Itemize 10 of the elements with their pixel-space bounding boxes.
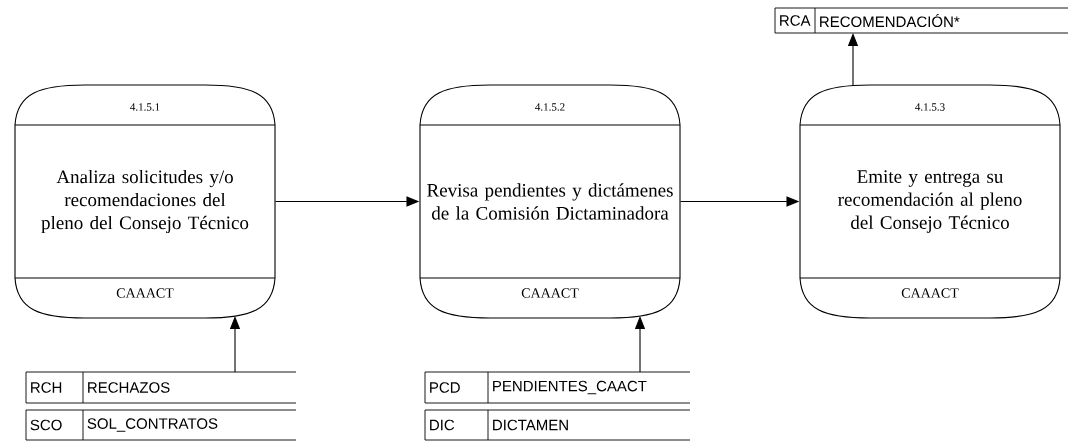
- node-label: RECOMENDACIÓN*: [820, 13, 960, 28]
- node-label: SOL_CONTRATOS: [87, 418, 218, 432]
- data-store: PCD PENDIENTES_CAACT: [424, 371, 691, 404]
- node-label: PENDIENTES_CAACT: [493, 380, 647, 395]
- node-label: DICTAMEN: [493, 419, 568, 431]
- data-store: RCA RECOMENDACIÓN*: [774, 7, 1069, 34]
- data-store: DIC DICTAMEN: [424, 409, 691, 441]
- node-label: RECHAZOS: [88, 382, 170, 393]
- data-store: SCO SOL_CONTRATOS: [25, 409, 297, 441]
- data-store: RCH RECHAZOS: [25, 371, 297, 404]
